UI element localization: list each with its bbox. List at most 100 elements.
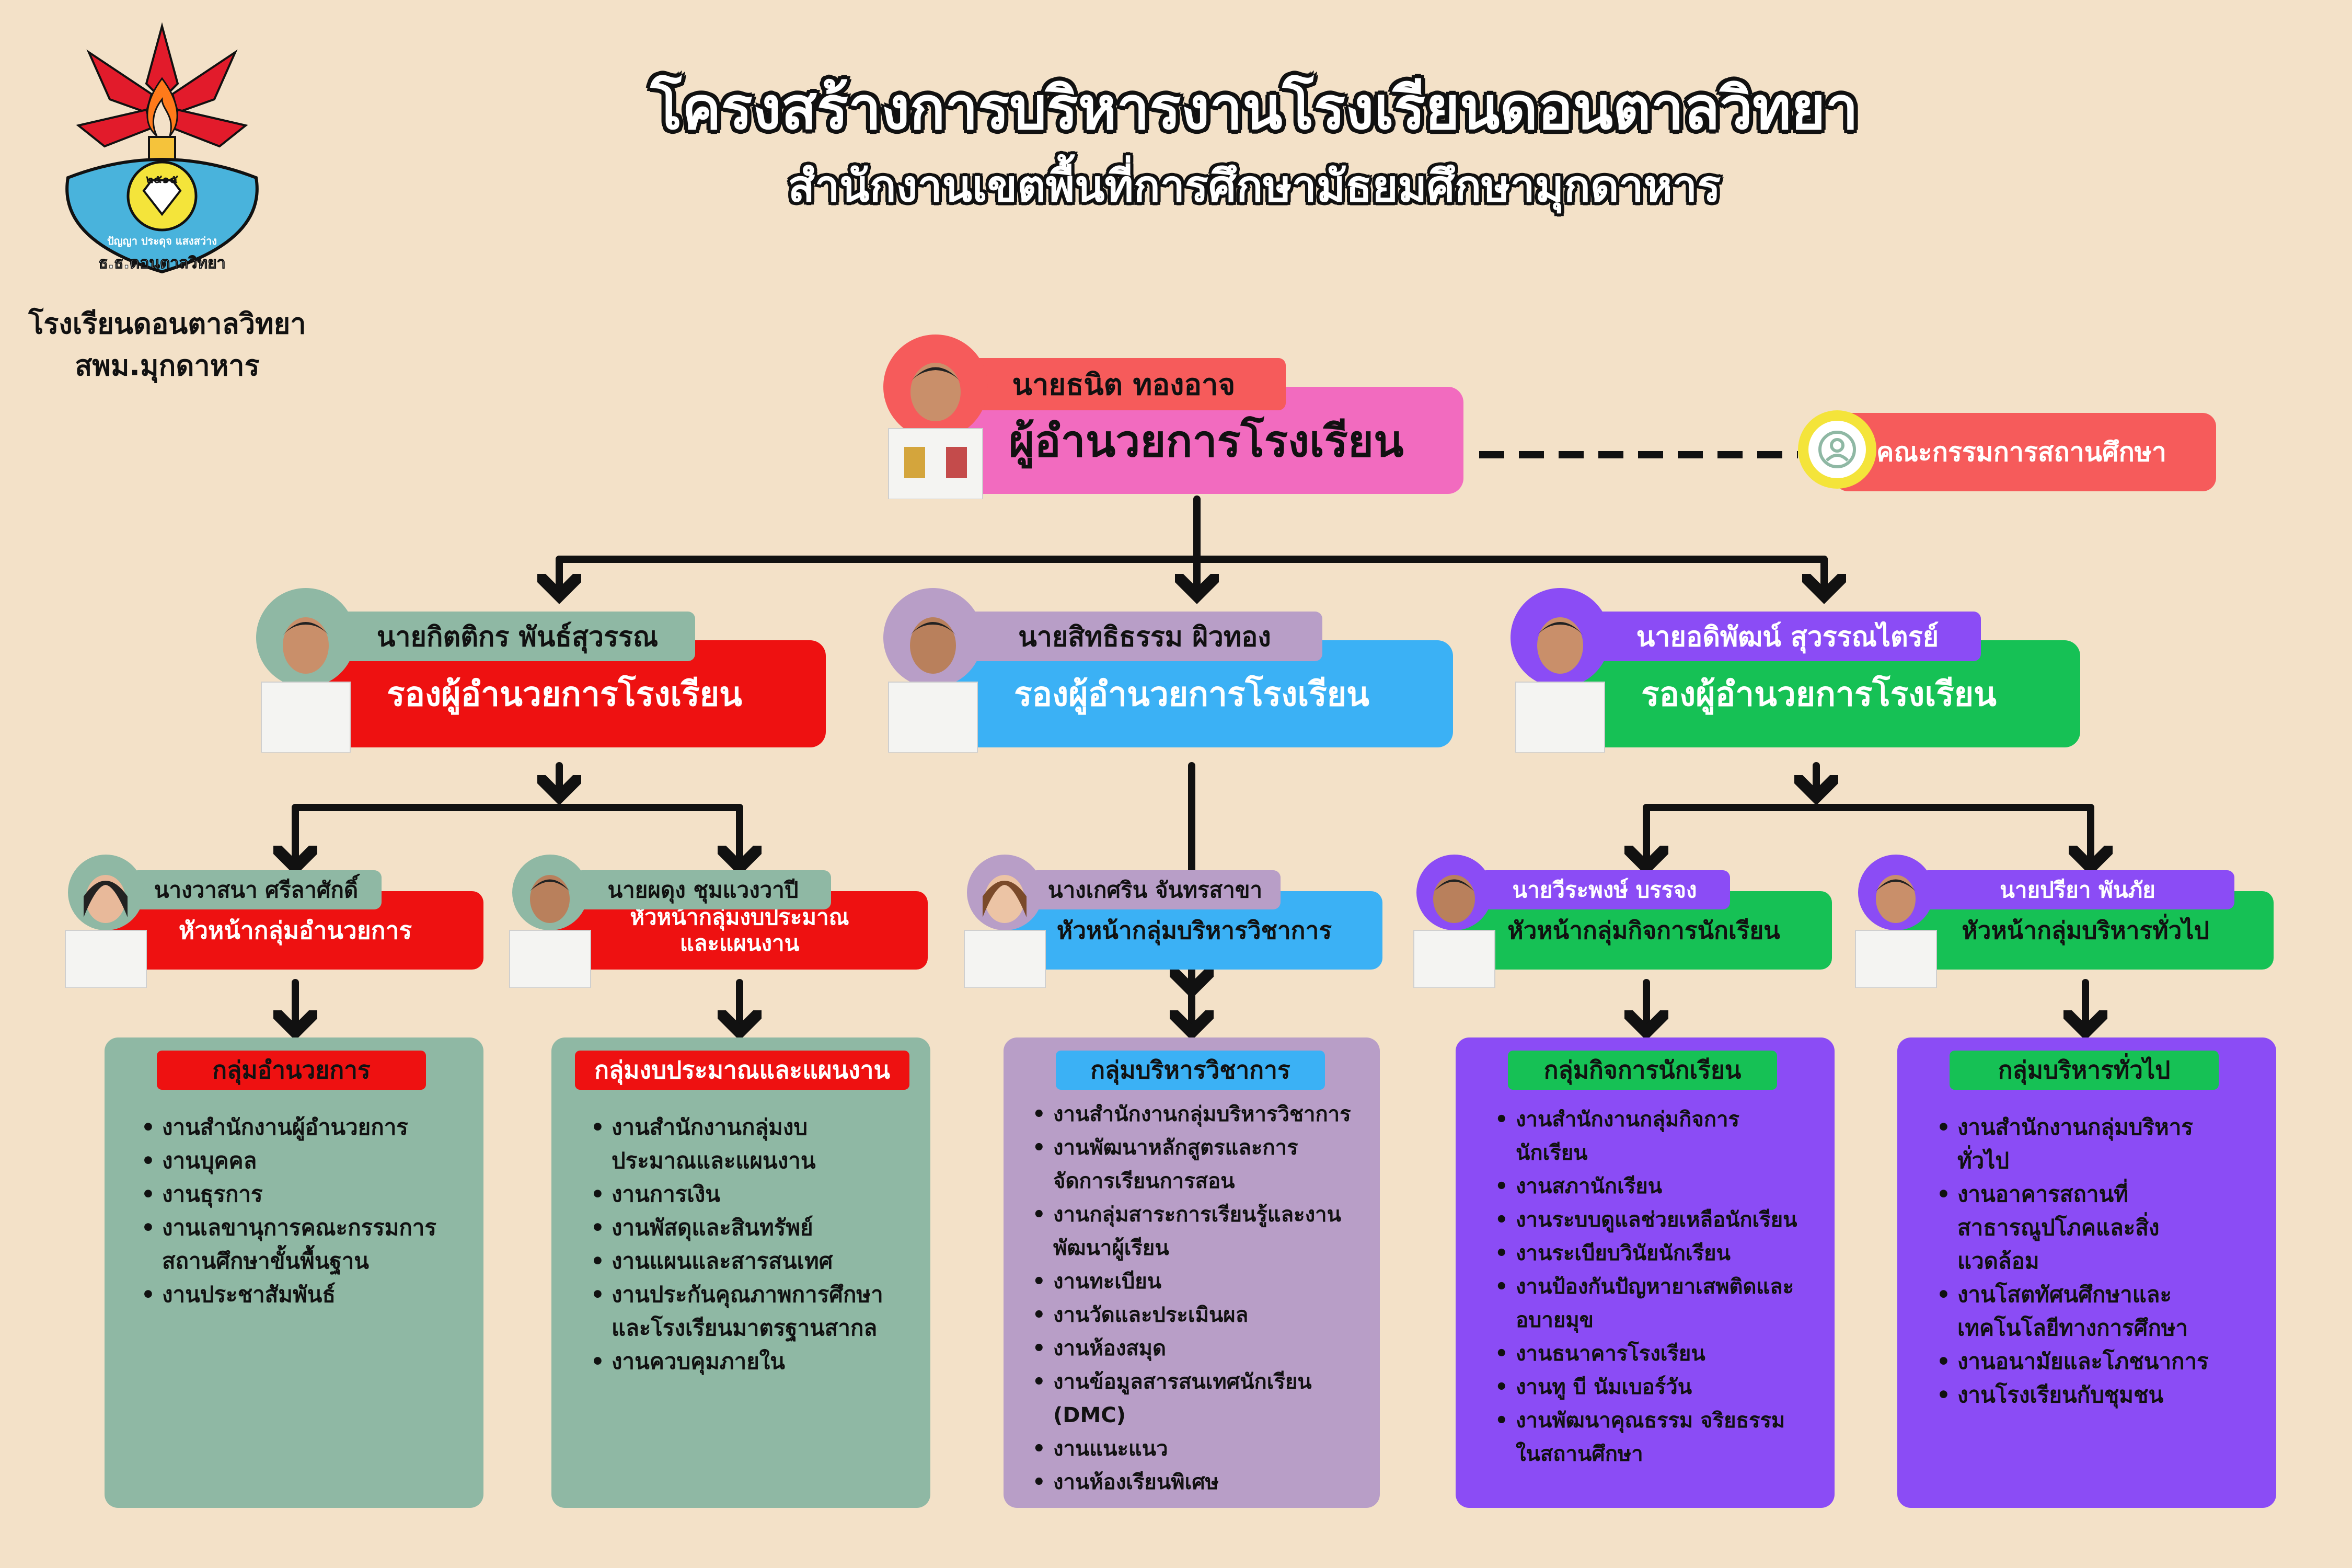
dept-4-item-5: งานป้องกันปัญหายาเสพติดและ (1495, 1270, 1829, 1304)
head-card-2: หัวหน้ากลุ่มงบประมาณ และแผนงาน นายผดุง ช… (507, 855, 936, 988)
dept-list-4: งานสำนักงานกลุ่มกิจการ นักเรียน งานสภานั… (1495, 1103, 1829, 1471)
dept-2-item-1: งานสำนักงานกลุ่มงบ (591, 1111, 925, 1144)
page-subtitle: สำนักงานเขตพื้นที่การศึกษามัธยมศึกษามุกด… (788, 160, 1721, 212)
dept-4-item-8-cont: ในสถานศึกษา (1516, 1442, 1643, 1466)
dept-title-4: กลุ่มกิจการนักเรียน (1508, 1051, 1777, 1090)
dept-box-5: กลุ่มบริหารทั่วไป งานสำนักงานกลุ่มบริหาร… (1897, 1037, 2276, 1508)
deputy-photo-3 (1513, 604, 1607, 753)
school-name-line2: สพม.มุกดาหาร (75, 349, 260, 382)
dept-1-item-1: งานสำนักงานผู้อำนวยการ (141, 1111, 476, 1144)
head-photo-5 (1853, 865, 1939, 988)
deputy-position-2: รองผู้อำนวยการโรงเรียน (1014, 675, 1369, 714)
head-photo-2 (507, 865, 593, 988)
deputy-name-1: นายกิตติกร พันธ์สุวรรณ (376, 621, 659, 653)
head-name-tag-5: นายปรียา พันภัย (1921, 870, 2234, 909)
dept-4-item-3: งานระบบดูแลช่วยเหลือนักเรียน (1495, 1203, 1829, 1237)
dept-3-item-9: งานห้องเรียนพิเศษ (1032, 1466, 1377, 1499)
dept-3-item-3: งานกลุ่มสาระการเรียนรู้และงาน (1032, 1198, 1377, 1231)
head-card-5: หัวหน้ากลุ่มบริหารทั่วไป นายปรียา พันภัย (1853, 855, 2281, 988)
head-position-5: หัวหน้ากลุ่มบริหารทั่วไป (1962, 916, 2209, 944)
school-name-line1: โรงเรียนดอนตาลวิทยา (28, 307, 306, 340)
dept-3-item-7-cont: (DMC) (1053, 1403, 1126, 1427)
head-photo-4 (1411, 865, 1497, 988)
dept-list-1: งานสำนักงานผู้อำนวยการ งานบุคคล งานธุรกา… (141, 1111, 476, 1311)
dept-box-2: กลุ่มงบประมาณและแผนงาน งานสำนักงานกลุ่มง… (551, 1037, 930, 1508)
dept-4-item-5-cont: อบายมุข (1516, 1308, 1594, 1332)
dept-5-item-5: งานโรงเรียนกับชุมชน (1936, 1378, 2271, 1412)
deputy-card-2: รองผู้อำนวยการโรงเรียน นายสิทธิธรรม ผิวท… (883, 588, 1458, 753)
dept-4-item-7: งานทู บี นัมเบอร์วัน (1495, 1370, 1829, 1404)
dept-4-item-1: งานสำนักงานกลุ่มกิจการ (1495, 1103, 1829, 1136)
dept-1-item-4-cont: สถานศึกษาขั้นพื้นฐาน (162, 1248, 370, 1274)
school-logo: ๒๕๑๕ ปัญญา ประดุจ แสงสว่าง ธ.ธ.ดอนตาลวิท… (47, 21, 277, 314)
head-name-tag-4: นายวีระพงษ์ บรรจง (1479, 870, 1730, 909)
dept-2-item-2: งานการเงิน (591, 1178, 925, 1211)
dept-3-item-2-cont: จัดการเรียนการสอน (1053, 1169, 1235, 1193)
dept-list-3: งานสำนักงานกลุ่มบริหารวิชาการ งานพัฒนาหล… (1032, 1098, 1377, 1499)
committee-bar: คณะกรรมการสถานศึกษา (1835, 413, 2216, 491)
head-card-1: หัวหน้ากลุ่มอำนวยการ นางวาสนา ศรีลาศักดิ… (63, 855, 491, 988)
dept-box-3: กลุ่มบริหารวิชาการ งานสำนักงานกลุ่มบริหา… (1004, 1037, 1380, 1508)
dept-5-item-1-cont: ทั่วไป (1957, 1148, 2010, 1173)
dept-1-item-2: งานบุคคล (141, 1144, 476, 1178)
seal-year: ๒๕๑๕ (146, 173, 178, 186)
dept-2-item-5: งานประกันคุณภาพการศึกษา (591, 1278, 925, 1311)
director-position: ผู้อำนวยการโรงเรียน (1009, 415, 1404, 467)
head-position-4: หัวหน้ากลุ่มกิจการนักเรียน (1507, 916, 1780, 944)
dept-4-item-8: งานพัฒนาคุณธรรม จริยธรรม (1495, 1404, 1829, 1437)
dept-box-4: กลุ่มกิจการนักเรียน งานสำนักงานกลุ่มกิจก… (1456, 1037, 1835, 1508)
head-position-bar-4: หัวหน้ากลุ่มกิจการนักเรียน (1456, 891, 1832, 970)
deputy-name-tag-1: นายกิตติกร พันธ์สุวรรณ (340, 612, 695, 661)
dept-4-item-1-cont: นักเรียน (1516, 1141, 1588, 1165)
page-title: โครงสร้างการบริหารงานโรงเรียนดอนตาลวิทยา (650, 75, 1859, 143)
head-position-2-line2: และแผนงาน (679, 930, 800, 956)
deputy-name-tag-3: นายอดิพัฒน์ สุวรรณไตรย์ (1594, 612, 1981, 661)
committee-label: คณะกรรมการสถานศึกษา (1876, 436, 2166, 467)
dept-2-item-5-cont: และโรงเรียนมาตรฐานสากล (612, 1315, 878, 1341)
head-card-4: หัวหน้ากลุ่มกิจการนักเรียน นายวีระพงษ์ บ… (1411, 855, 1840, 988)
director-photo (883, 350, 988, 499)
deputy-photo-1 (259, 604, 353, 753)
director-name-tag: นายธนิต ทองอาจ (962, 358, 1286, 410)
dept-title-5: กลุ่มบริหารทั่วไป (1950, 1051, 2219, 1090)
head-name-4: นายวีระพงษ์ บรรจง (1512, 877, 1697, 903)
head-name-3: นางเกศริน จันทรสาขา (1047, 877, 1263, 903)
dept-3-item-3-cont: พัฒนาผู้เรียน (1053, 1236, 1169, 1260)
dept-3-item-4: งานทะเบียน (1032, 1265, 1377, 1298)
dept-4-item-2: งานสภานักเรียน (1495, 1170, 1829, 1203)
dept-5-item-2-cont-b: แวดล้อม (1957, 1248, 2039, 1274)
seal-text: ธ.ธ.ดอนตาลวิทยา (98, 254, 226, 273)
dept-3-item-7: งานข้อมูลสารสนเทศนักเรียน (1032, 1365, 1377, 1399)
deputy-name-3: นายอดิพัฒน์ สุวรรณไตรย์ (1636, 621, 1939, 653)
dept-list-5: งานสำนักงานกลุ่มบริหาร ทั่วไป งานอาคารสถ… (1936, 1111, 2271, 1412)
dept-box-1: กลุ่มอำนวยการ งานสำนักงานผู้อำนวยการ งาน… (105, 1037, 483, 1508)
deputy-card-1: รองผู้อำนวยการโรงเรียน นายกิตติกร พันธ์ส… (256, 588, 831, 753)
director-name: นายธนิต ทองอาจ (1012, 367, 1236, 402)
dept-3-item-2: งานพัฒนาหลักสูตรและการ (1032, 1131, 1377, 1165)
deputy-position-1: รองผู้อำนวยการโรงเรียน (387, 675, 742, 714)
deputy-name-2: นายสิทธิธรรม ผิวทอง (1018, 621, 1271, 653)
head-photo-1 (63, 865, 149, 988)
deputy-card-3: รองผู้อำนวยการโรงเรียน นายอดิพัฒน์ สุวรร… (1511, 588, 2085, 753)
head-name-2: นายผดุง ชุมแวงวาปี (607, 877, 799, 903)
dept-5-item-3: งานโสตทัศนศึกษาและ (1936, 1278, 2271, 1311)
head-name-tag-3: นางเกศริน จันทรสาขา (1030, 870, 1281, 909)
head-name-1: นางวาสนา ศรีลาศักดิ์ (154, 877, 359, 903)
dept-3-item-6: งานห้องสมุด (1032, 1332, 1377, 1365)
user-circle-icon (1818, 431, 1856, 468)
dept-2-item-3: งานพัสดุและสินทรัพย์ (591, 1211, 925, 1244)
dept-1-item-4: งานเลขานุการคณะกรรมการ (141, 1211, 476, 1244)
dept-5-item-1: งานสำนักงานกลุ่มบริหาร (1936, 1111, 2271, 1144)
seal-motto: ปัญญา ประดุจ แสงสว่าง (107, 235, 217, 247)
deputy-name-tag-2: นายสิทธิธรรม ผิวทอง (967, 612, 1322, 661)
school-name: โรงเรียนดอนตาลวิทยา สพม.มุกดาหาร (16, 303, 319, 387)
deputy-photo-2 (886, 604, 980, 753)
dept-2-item-1-cont: ประมาณและแผนงาน (612, 1148, 816, 1173)
dept-title-2: กลุ่มงบประมาณและแผนงาน (575, 1051, 909, 1090)
dept-4-item-4: งานระเบียบวินัยนักเรียน (1495, 1237, 1829, 1270)
dept-3-item-5: งานวัดและประเมินผล (1032, 1298, 1377, 1332)
dept-list-2: งานสำนักงานกลุ่มงบ ประมาณและแผนงาน งานกา… (591, 1111, 925, 1378)
dept-1-item-5: งานประชาสัมพันธ์ (141, 1278, 476, 1311)
dept-3-item-1: งานสำนักงานกลุ่มบริหารวิชาการ (1032, 1098, 1377, 1131)
